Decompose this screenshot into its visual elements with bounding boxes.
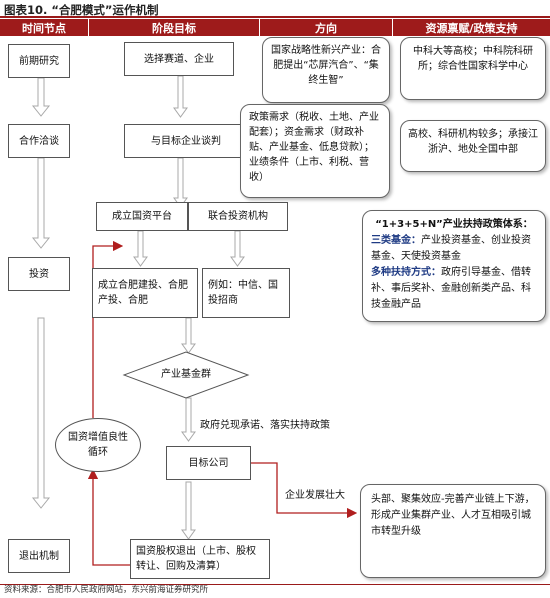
header-stage: 阶段目标 <box>89 19 259 36</box>
stage-select: 选择赛道、企业 <box>124 42 234 76</box>
time-node-exit: 退出机制 <box>8 539 70 573</box>
header-resources: 资源禀赋/政策支持 <box>393 19 550 36</box>
cycle-loop <box>87 240 138 566</box>
stage-fund: 产业基金群 <box>161 369 211 380</box>
policy-method-label: 多种扶持方式： <box>371 267 441 278</box>
stage-negotiate: 与目标企业谈判 <box>124 124 248 158</box>
title-divider <box>0 16 550 18</box>
footer-divider <box>0 584 550 585</box>
stage-arrows <box>133 75 245 540</box>
growth-arrow <box>251 462 358 519</box>
policy-system-box: “1+3+5+N”产业扶持政策体系： 三类基金：产业投资基金、创业投资基金、天使… <box>362 210 546 322</box>
stage-joint: 联合投资机构 <box>188 202 288 231</box>
direction-demand: 政策需求（税收、土地、产业配套）；资金需求（财政补贴、产业基金、低息贷款）；业绩… <box>240 104 390 198</box>
resource-talent: 高校、科研机构较多；承接江浙沪、地处全国中部 <box>400 120 546 172</box>
stage-promise: 政府兑现承诺、落实扶持政策 <box>200 420 330 431</box>
time-node-research: 前期研究 <box>8 44 70 78</box>
time-node-negotiation: 合作洽谈 <box>8 124 70 158</box>
header-direction: 方向 <box>260 19 392 36</box>
policy-method-text: 政府引导基金、借转补、事后奖补、金融创新类产品、科技金融产品 <box>371 267 531 310</box>
stage-exit: 国资股权退出（上市、股权转让、回购及清算） <box>130 539 270 579</box>
direction-strategy: 国家战略性新兴产业：合肥提出“芯屏汽合”、“集终生智” <box>262 37 390 103</box>
header-time: 时间节点 <box>0 19 88 36</box>
resource-research: 中科大等高校；中科院科研所；综合性国家科学中心 <box>400 37 546 100</box>
cycle-ellipse: 国资增值良性循环 <box>55 418 141 472</box>
industry-chain-box: 头部、聚集效应-完善产业链上下游，形成产业集群产业、人才互相吸引城市转型升级 <box>360 484 546 578</box>
figure-title: 图表10. “合肥模式”运作机制 <box>4 3 159 17</box>
policy-title: “1+3+5+N”产业扶持政策体系： <box>375 219 533 230</box>
stage-example: 例如：中信、国投招商 <box>202 268 290 318</box>
policy-fund-text: 产业投资基金、创业投资基金、天使投资基金 <box>371 235 531 262</box>
stage-platform: 成立国资平台 <box>96 202 188 231</box>
time-node-invest: 投资 <box>8 257 70 291</box>
stage-grow: 企业发展壮大 <box>285 490 345 501</box>
fund-diamond <box>122 351 250 399</box>
source-note: 资料来源：合肥市人民政府网站，东兴前海证券研究所 <box>4 585 209 595</box>
stage-target-company: 目标公司 <box>166 446 251 480</box>
timeline-arrows <box>31 77 51 509</box>
policy-fund-label: 三类基金： <box>371 235 421 246</box>
stage-build: 成立合肥建投、合肥产投、合肥 <box>92 268 198 318</box>
